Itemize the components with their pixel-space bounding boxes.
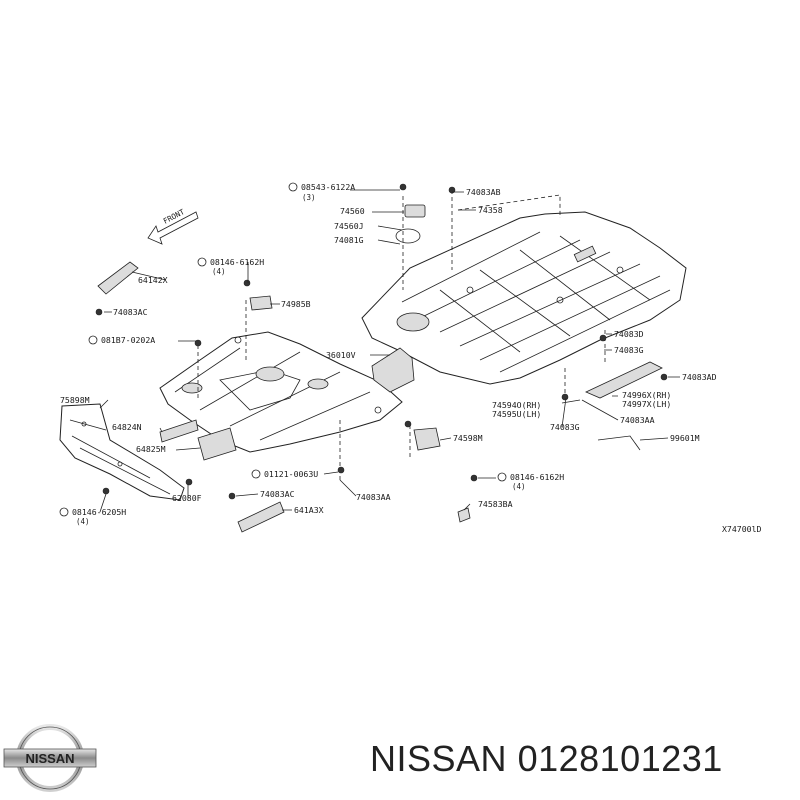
nissan-logo-icon: NISSAN	[3, 724, 97, 792]
callout-label: 74560J	[334, 221, 364, 231]
callout-label: 36010V	[326, 350, 356, 360]
callout-label: 641A3X	[294, 505, 324, 515]
callout-qty: (4)	[212, 267, 226, 276]
callout-label: 74358	[478, 205, 503, 215]
cable-99601m	[597, 435, 641, 451]
brand-name: NISSAN	[370, 738, 508, 779]
callout-label: 74083AD	[682, 372, 717, 382]
callout-label: 74083AA	[620, 415, 655, 425]
bracket-74985b	[249, 295, 273, 311]
side-rail-74996x	[585, 361, 663, 399]
front-floor-panel	[159, 331, 403, 453]
callout-label: 74083G	[614, 345, 644, 355]
callout-qty: (4)	[512, 482, 526, 491]
callout-label: 74083AC	[260, 489, 295, 499]
callout-label: 08146-6162H	[210, 257, 264, 267]
callout-label: 74583BA	[478, 499, 513, 509]
callout-label: 64824N	[112, 422, 142, 432]
callout-label: 75898M	[60, 395, 90, 405]
component-74560	[395, 204, 426, 244]
bracket-641a3x	[237, 501, 285, 533]
callout-label: 64825M	[136, 444, 166, 454]
rear-floor-panel	[361, 211, 687, 385]
bracket-74598m	[413, 427, 441, 451]
callout-qty: (3)	[302, 193, 316, 202]
left-side-shield	[59, 403, 185, 501]
callout-label: 74985B	[281, 299, 311, 309]
callout-label: 74560	[340, 206, 365, 216]
callout-label: 08146-6205H	[72, 507, 126, 517]
callout-qty: (4)	[76, 517, 90, 526]
callout-label: 64142X	[138, 275, 168, 285]
callout-label: 01121-0063U	[264, 469, 318, 479]
callout-label: 74083AA	[356, 492, 391, 502]
callout-label: 74598M	[453, 433, 483, 443]
callout-label: 08543-6122A	[301, 182, 355, 192]
front-arrow-icon	[147, 211, 199, 245]
callout-label: 74996X(RH)	[622, 390, 671, 400]
logo-text: NISSAN	[25, 751, 74, 766]
bolt-icon	[95, 183, 668, 500]
callout-label: 74594O(RH)	[492, 400, 541, 410]
diagram-ref-code: X74700lD	[722, 524, 762, 534]
callout-label: 74081G	[334, 235, 364, 245]
callout-label: 74595U(LH)	[492, 409, 541, 419]
callout-label: 62080F	[172, 493, 202, 503]
callout-label: 74083G	[550, 422, 580, 432]
front-label: FRONT	[162, 207, 187, 226]
bracket-64142x	[97, 261, 139, 295]
callout-label: 99601M	[670, 433, 700, 443]
footer-part-line: NISSAN 0128101231	[370, 738, 723, 780]
component-36010v	[371, 347, 415, 393]
part-number: 0128101231	[517, 738, 723, 779]
callout-label: 74083D	[614, 329, 644, 339]
callout-label: 081B7-0202A	[101, 335, 155, 345]
callout-label: 74083AB	[466, 187, 501, 197]
bracket-74583ba	[457, 507, 471, 523]
callout-label: 74997X(LH)	[622, 399, 671, 409]
callout-label: 74083AC	[113, 307, 148, 317]
callout-label: 08146-6162H	[510, 472, 564, 482]
bracket-64825m	[197, 427, 237, 461]
bracket-64824n	[159, 419, 199, 443]
